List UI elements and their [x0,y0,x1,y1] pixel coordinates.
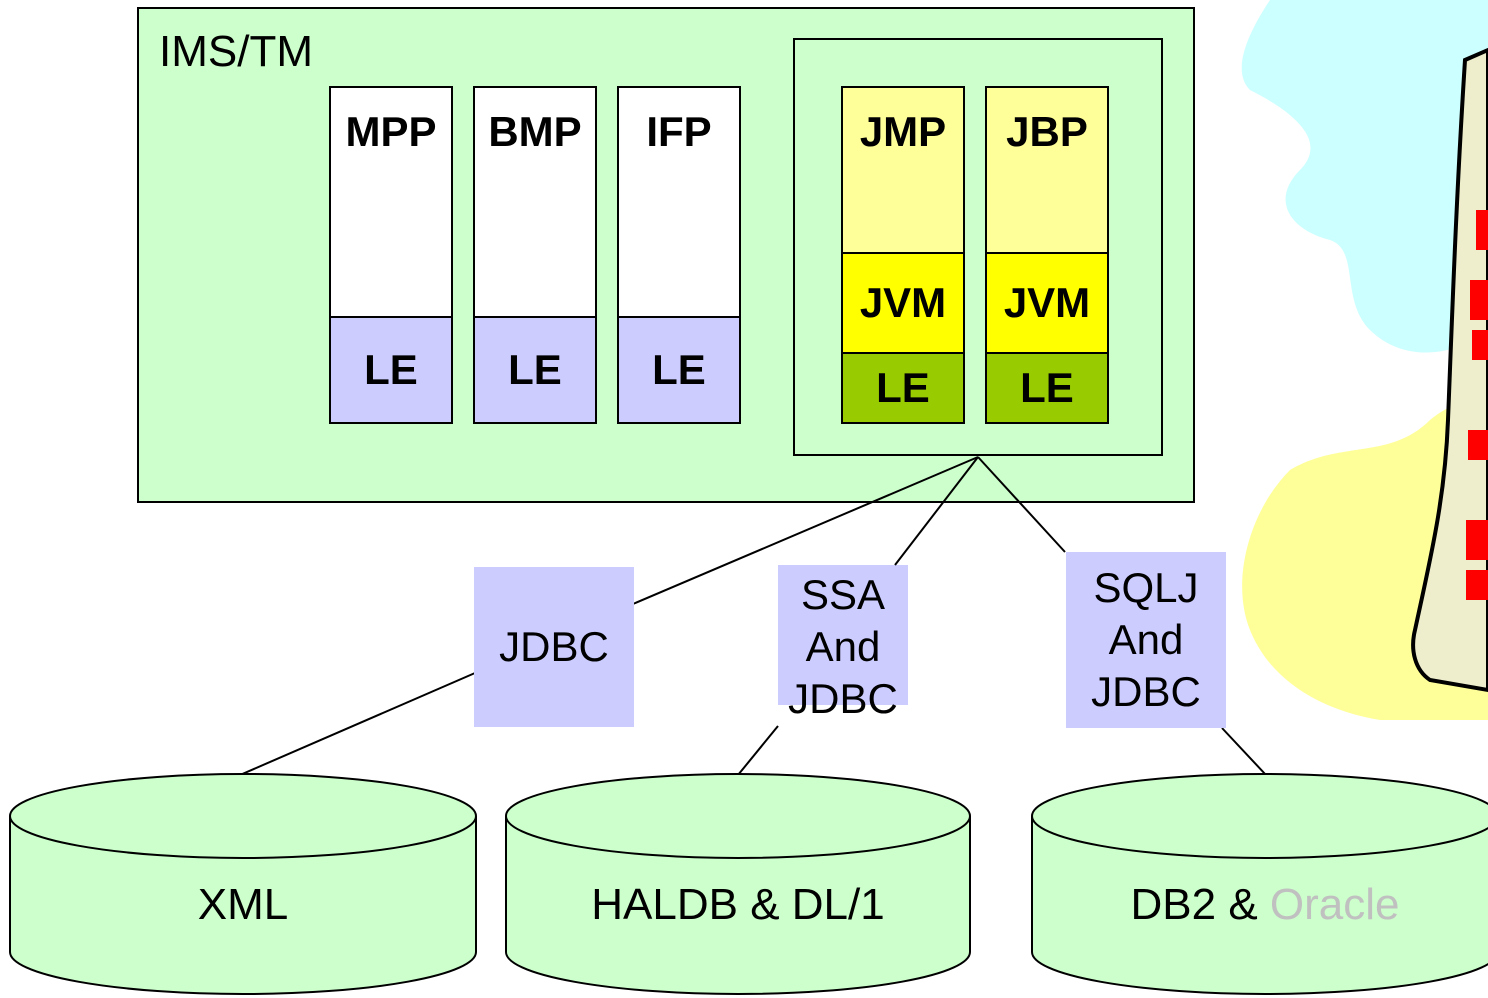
region-jbp-jvm: JVM [987,252,1107,352]
database-db2-text: DB2 & [1130,880,1270,929]
clipart-mark [1466,570,1488,600]
region-ifp-title: IFP [619,88,739,316]
connector-line-xml-upper [632,456,979,605]
clipart-mark [1476,210,1488,250]
clipart-mark [1470,280,1488,320]
database-xml [9,773,477,995]
clipart-illustration [1241,0,1488,720]
region-jmp-le: LE [843,352,963,422]
clipart-mark [1468,430,1488,460]
region-jbp: JBP JVM LE [985,86,1109,424]
database-haldb-label: HALDB & DL/1 [591,880,885,929]
clipart-mark [1466,520,1488,560]
connector-line-haldb-lower [737,725,779,776]
database-xml-label: XML [197,880,289,929]
database-db2-label: DB2 & Oracle [1030,850,1488,960]
region-jmp-title: JMP [843,88,963,252]
ims-tm-title: IMS/TM [159,27,313,76]
region-jbp-title: JBP [987,88,1107,252]
region-bmp-title: BMP [475,88,595,316]
connector-line-db2-lower [1221,727,1267,776]
clipart-sky-shape [1241,0,1488,353]
ssa-jdbc-label: SSA And JDBC [788,571,898,722]
region-ifp-le: LE [619,316,739,422]
connector-line-db2-upper [977,456,1066,553]
jdbc-label: JDBC [474,567,634,727]
region-mpp-title: MPP [331,88,451,316]
connector-line-haldb-upper [894,456,979,566]
region-ifp: IFP LE [617,86,741,424]
region-jmp-jvm: JVM [843,252,963,352]
region-jbp-le: LE [987,352,1107,422]
sqlj-jdbc-label: SQLJ And JDBC [1066,552,1226,728]
database-db2 [1031,773,1488,995]
clipart-mark [1472,330,1488,360]
region-mpp: MPP LE [329,86,453,424]
connector-line-xml-lower [239,672,476,776]
region-bmp: BMP LE [473,86,597,424]
region-bmp-le: LE [475,316,595,422]
region-mpp-le: LE [331,316,451,422]
region-jmp: JMP JVM LE [841,86,965,424]
database-oracle-text: Oracle [1269,880,1400,929]
database-haldb [505,773,971,995]
